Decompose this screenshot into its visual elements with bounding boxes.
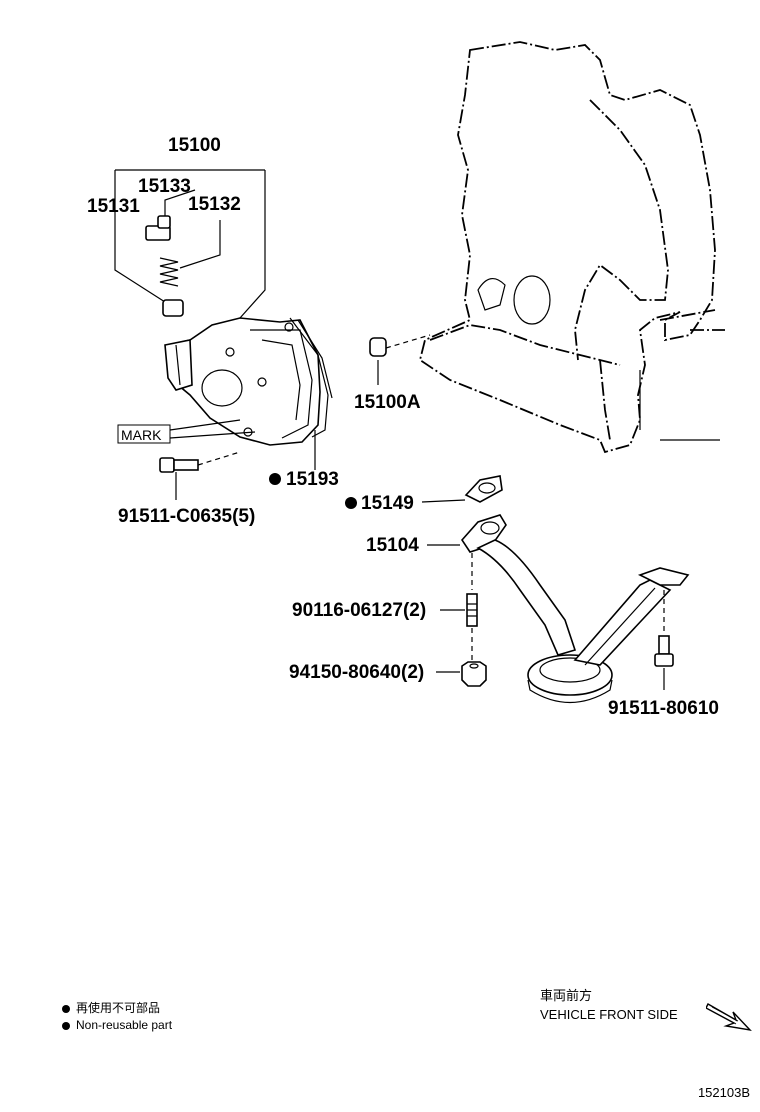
spring-15132: [159, 257, 179, 287]
nut-94150-80640: 94150-80640(2): [289, 661, 487, 687]
direction-jp: 車両前方: [540, 988, 593, 1003]
vehicle-direction: 車両前方 VEHICLE FRONT SIDE: [540, 986, 678, 1024]
label-94150-80640: 94150-80640(2): [289, 662, 424, 683]
arrow-front-icon: [706, 1003, 752, 1032]
legend: 再使用不可部品 Non-reusable part: [62, 1000, 172, 1034]
dot-icon: [62, 1021, 70, 1030]
label-91511-c0635: 91511-C0635(5): [118, 506, 255, 527]
legend-jp: 再使用不可部品: [76, 1001, 161, 1015]
legend-row-en: Non-reusable part: [62, 1017, 172, 1034]
label-15100: 15100: [168, 135, 221, 156]
label-mark: MARK: [121, 427, 162, 443]
gasket-15149: 15149: [345, 475, 503, 514]
direction-en: VEHICLE FRONT SIDE: [540, 1007, 678, 1022]
legend-row-jp: 再使用不可部品: [62, 1000, 172, 1017]
label-15132: 15132: [188, 194, 241, 215]
plug-15131: [145, 215, 171, 241]
label-15133: 15133: [138, 176, 191, 197]
label-15193: 15193: [286, 469, 339, 490]
relief-valve-15133: [162, 299, 184, 317]
oil-pump-group-lines: 15100 15133 15131 15132: [87, 135, 266, 319]
mark-callout: MARK: [117, 419, 256, 444]
legend-en: Non-reusable part: [76, 1018, 173, 1032]
label-90116-06127: 90116-06127(2): [292, 600, 426, 621]
stud-90116-06127: 90116-06127(2): [292, 553, 478, 660]
gasket-15193-label: 15193: [269, 430, 339, 490]
engine-block: [418, 41, 725, 454]
label-15104: 15104: [366, 535, 419, 556]
label-91511-80610: 91511-80610: [608, 698, 719, 719]
label-15100a: 15100A: [354, 392, 421, 413]
bolt-91511-c0635: 91511-C0635(5): [118, 451, 255, 527]
oil-pump-body: [164, 317, 333, 446]
dot-icon: [62, 1004, 70, 1013]
oil-strainer-15104: 15104: [366, 514, 690, 704]
bolt-91511-80610: 91511-80610: [608, 590, 719, 719]
label-15131: 15131: [87, 196, 140, 217]
pin-15100a: 15100A: [354, 334, 431, 413]
diagram-id: 152103B: [697, 1085, 750, 1100]
label-15149: 15149: [361, 493, 414, 514]
